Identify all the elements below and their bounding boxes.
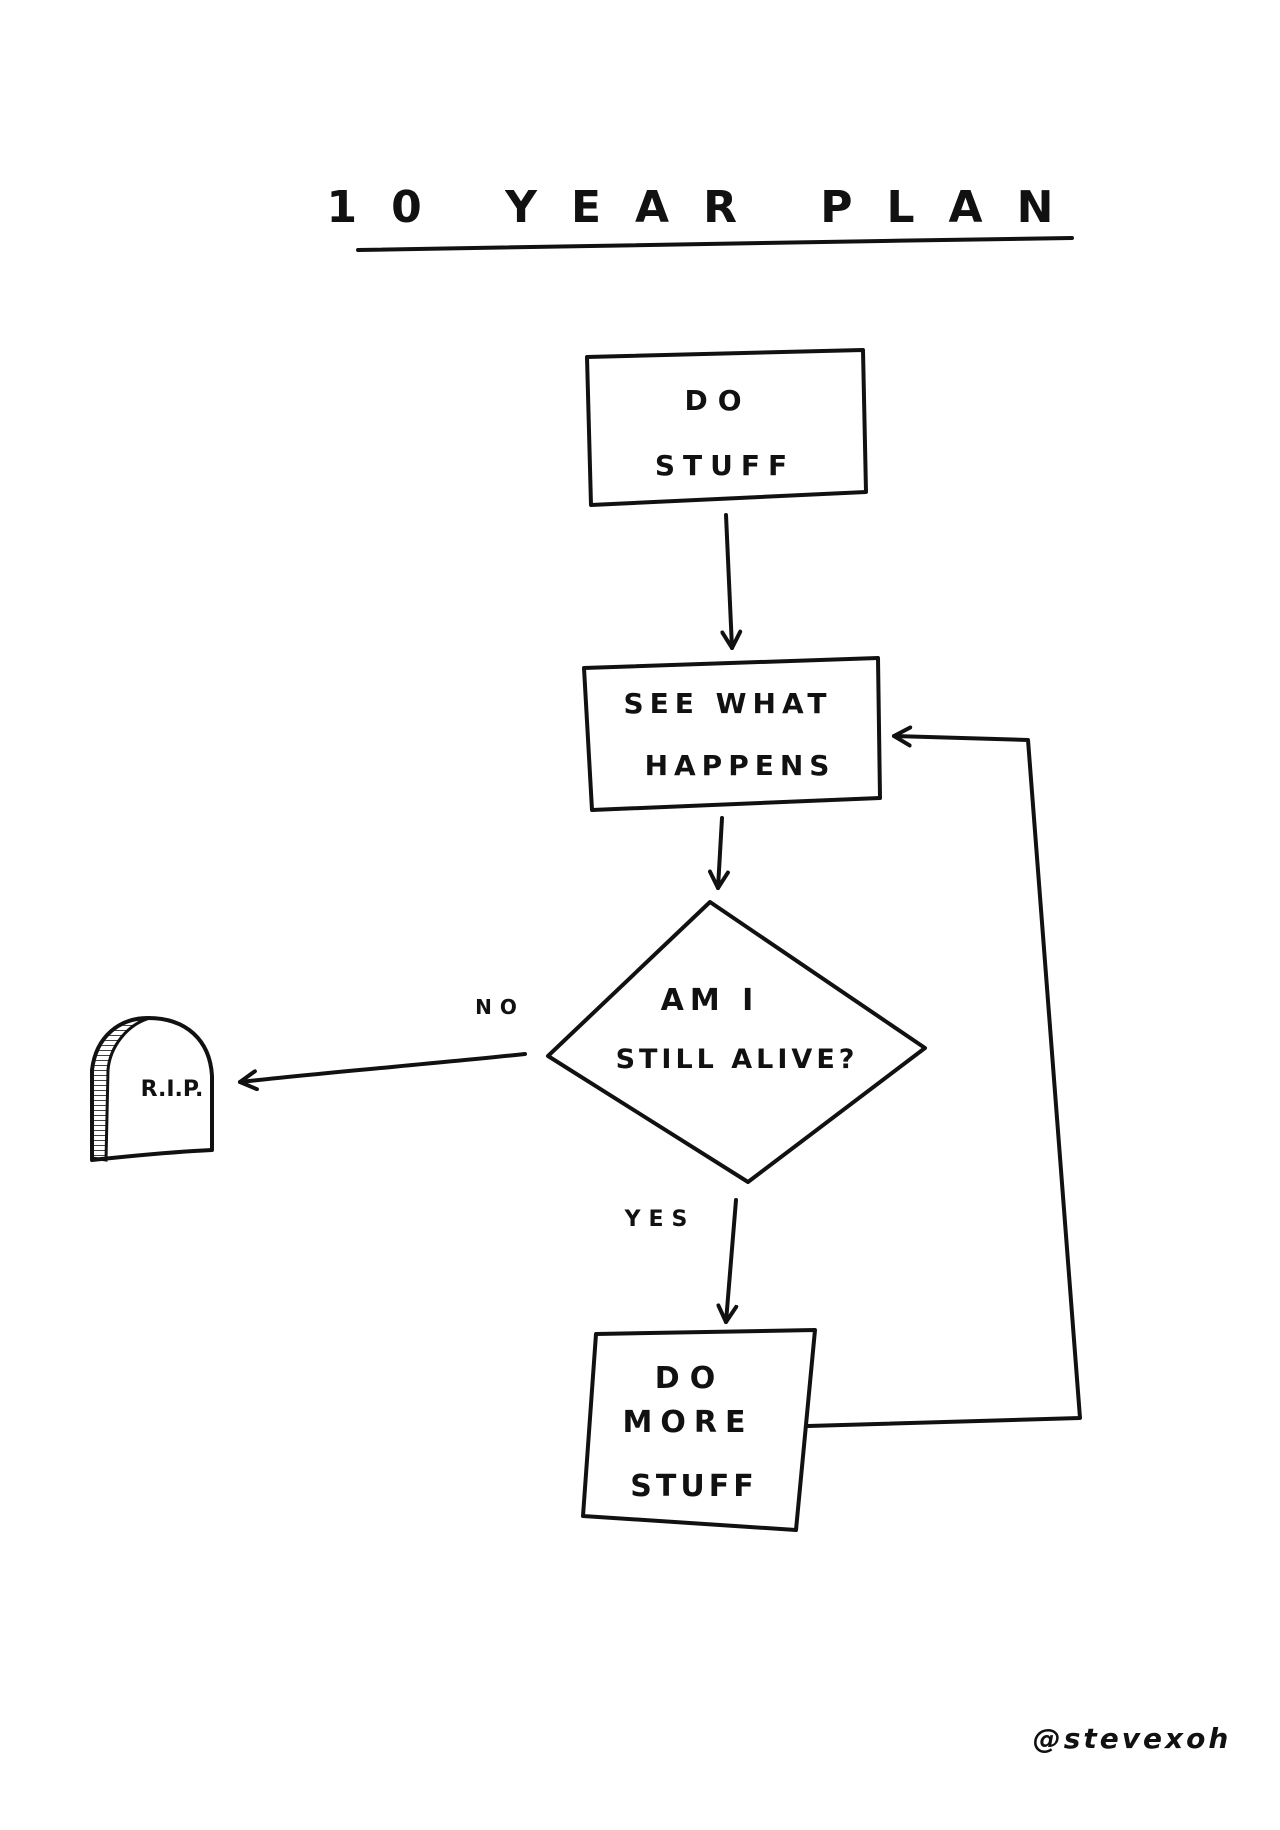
do-more-stuff-line1: DO <box>655 1361 725 1396</box>
tombstone-outline <box>90 1016 214 1162</box>
see-what-happens-line2: HAPPENS <box>645 749 836 782</box>
do-more-stuff-line2: MORE <box>623 1405 754 1440</box>
do-more-stuff-line3: STUFF <box>630 1469 757 1504</box>
arrow-do-stuff-to-see <box>720 513 743 650</box>
do-stuff-line1: DO <box>684 384 751 417</box>
no-label: NO <box>475 995 525 1019</box>
arrow-yes-to-more <box>716 1198 739 1324</box>
still-alive-line1: AM I <box>661 983 760 1018</box>
still-alive-diamond <box>546 900 927 1184</box>
arrow-loop-back <box>806 725 1082 1428</box>
title-underline <box>356 236 1074 252</box>
signature: @stevexoh <box>1033 1722 1232 1755</box>
node-see-what-happens: SEE WHAT HAPPENS <box>582 656 882 812</box>
node-still-alive: AM I STILL ALIVE? <box>546 900 927 1184</box>
tombstone-label: R.I.P. <box>141 1077 204 1102</box>
see-what-happens-box <box>582 656 882 812</box>
node-do-stuff: DO STUFF <box>585 348 868 507</box>
tombstone: R.I.P. <box>90 1016 214 1162</box>
title-group: 10 YEAR PLAN <box>327 182 1088 252</box>
do-stuff-box <box>585 348 868 507</box>
yes-label: YES <box>624 1207 696 1232</box>
arrow-see-to-diamond <box>707 816 730 890</box>
page-title: 10 YEAR PLAN <box>327 182 1088 233</box>
still-alive-line2: STILL ALIVE? <box>616 1044 859 1075</box>
do-more-stuff-box <box>581 1328 817 1532</box>
see-what-happens-line1: SEE WHAT <box>623 687 832 720</box>
node-do-more-stuff: DO MORE STUFF <box>581 1328 817 1532</box>
do-stuff-line2: STUFF <box>655 449 795 482</box>
arrow-no-to-rip <box>238 1052 527 1092</box>
